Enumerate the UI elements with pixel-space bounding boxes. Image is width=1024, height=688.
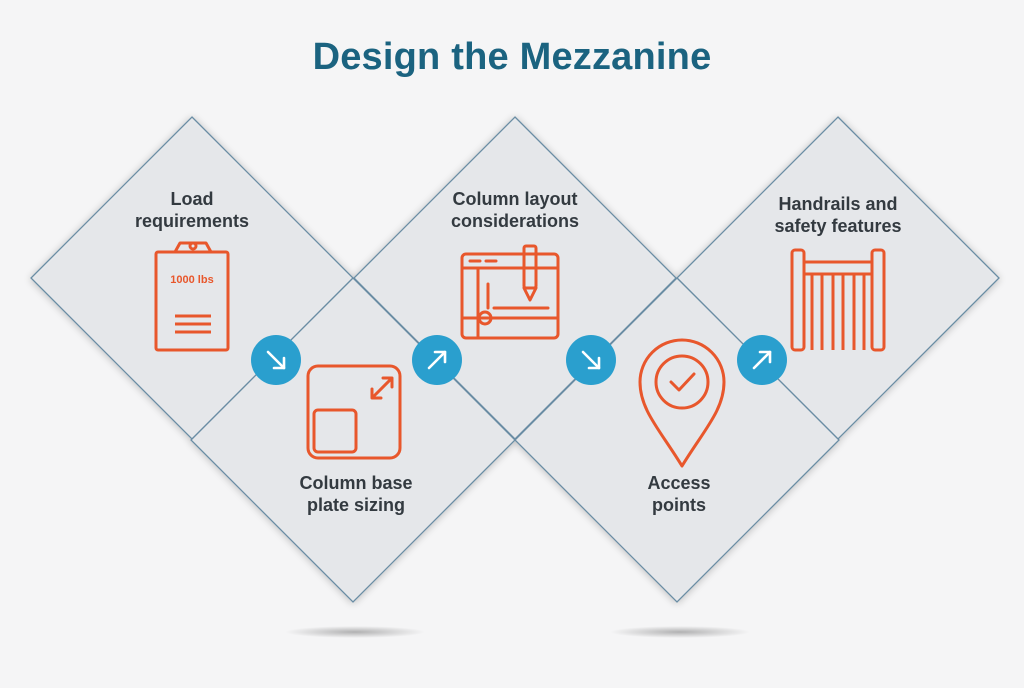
step-3-label: Column layout considerations	[415, 188, 615, 232]
arrow-up-right-icon	[427, 350, 447, 370]
railing-icon	[790, 248, 886, 352]
connector-3	[566, 335, 616, 385]
step-4-label-line-2: points	[652, 495, 706, 515]
drafting-board-icon	[460, 244, 560, 340]
step-2-label-line-1: Column base	[299, 473, 413, 493]
connector-4	[737, 335, 787, 385]
step-4-label: Access points	[579, 472, 779, 516]
floor-shadow	[285, 626, 425, 638]
step-2-label: Column base plate sizing	[256, 472, 456, 516]
floor-shadow	[610, 626, 750, 638]
connector-1	[251, 335, 301, 385]
clipboard-icon: 1000 lbs	[154, 241, 230, 352]
step-5-label: Handrails and safety features	[738, 193, 938, 237]
step-4-label-line-1: Access	[647, 473, 711, 493]
page-title: Design the Mezzanine	[312, 36, 712, 78]
step-1-label: Load requirements	[92, 188, 292, 232]
step-1-label-line-2: requirements	[134, 211, 250, 231]
arrow-down-right-icon	[581, 350, 601, 370]
step-3-label-line-2: considerations	[450, 211, 580, 231]
step-1-label-line-1: Load	[170, 189, 214, 209]
step-2-label-line-2: plate sizing	[306, 495, 405, 515]
arrow-down-right-icon	[266, 350, 286, 370]
step-3-label-line-1: Column layout	[452, 189, 578, 209]
step-5-label-line-1: Handrails and	[778, 194, 898, 214]
location-check-icon	[638, 338, 726, 468]
connector-2	[412, 335, 462, 385]
resize-square-icon	[306, 364, 402, 460]
step-5-label-line-2: safety features	[774, 216, 902, 236]
arrow-up-right-icon	[752, 350, 772, 370]
load-weight-text: 1000 lbs	[170, 274, 213, 286]
